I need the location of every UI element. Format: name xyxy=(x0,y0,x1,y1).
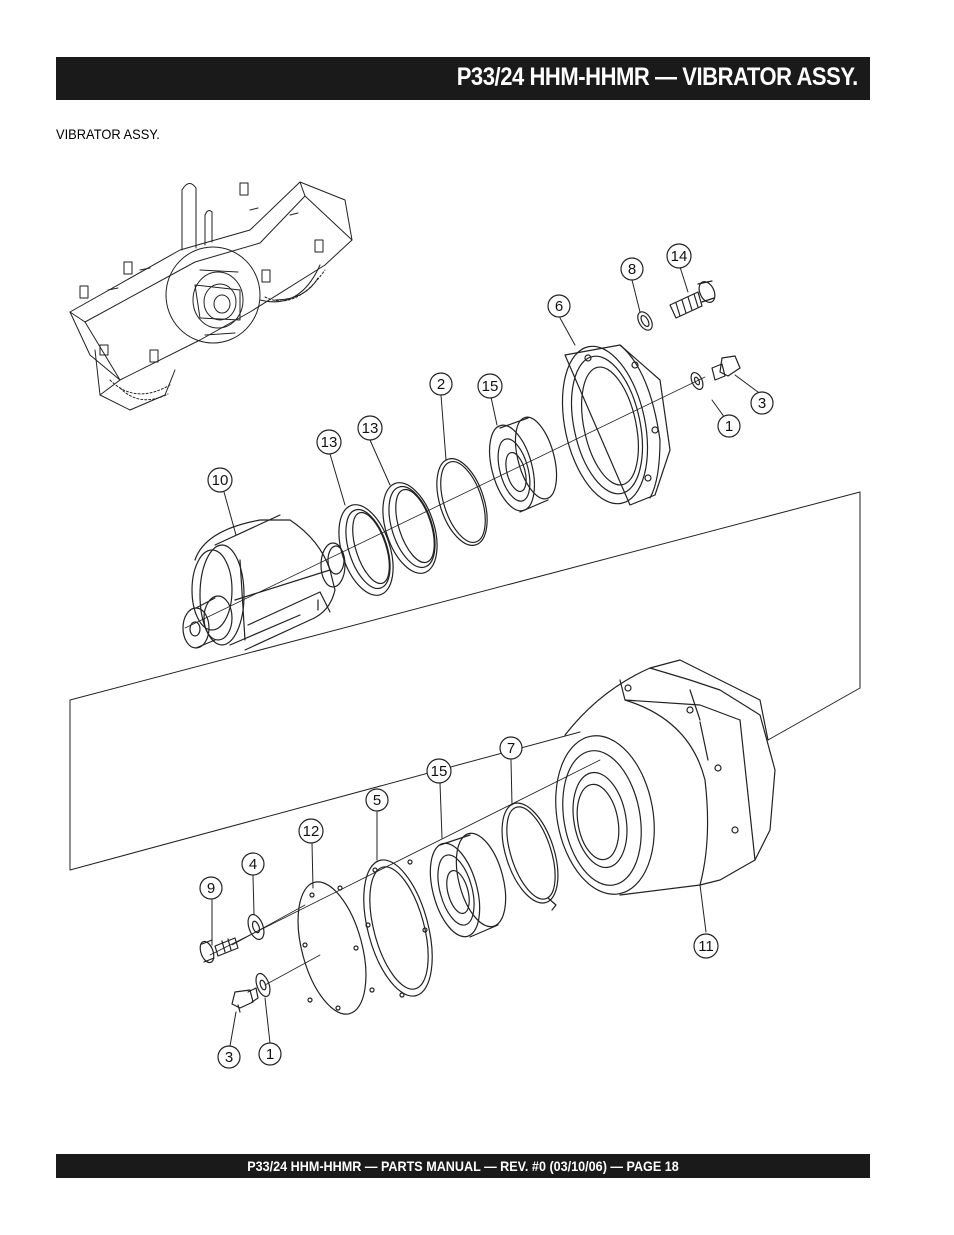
callout-3: 3 xyxy=(750,391,774,415)
machine-overview-illustration xyxy=(69,181,353,411)
callout-label: 3 xyxy=(225,1049,233,1066)
footer-text: P33/24 HHM-HHMR — PARTS MANUAL — REV. #0… xyxy=(247,1158,679,1174)
part-6-end-cover xyxy=(561,344,671,506)
callout-label: 1 xyxy=(725,418,733,435)
callout-13: 13 xyxy=(316,429,342,455)
callout-label: 8 xyxy=(628,261,636,278)
part-3-plug-lower xyxy=(231,987,259,1013)
callout-label: 14 xyxy=(671,248,688,265)
callout-8: 8 xyxy=(620,257,644,281)
callout-label: 1 xyxy=(266,1046,274,1063)
callout-10: 10 xyxy=(207,467,233,493)
part-1-washer-upper xyxy=(690,371,704,391)
callout-label: 13 xyxy=(362,420,379,437)
part-12-cover-plate xyxy=(297,881,367,1015)
callout-1: 1 xyxy=(717,414,741,438)
callout-label: 13 xyxy=(321,434,338,451)
callout-2: 2 xyxy=(429,372,453,396)
part-15-bearing-lower xyxy=(429,832,507,938)
callout-label: 2 xyxy=(437,376,445,393)
part-7-snap-ring xyxy=(501,802,559,911)
callout-5: 5 xyxy=(365,788,389,812)
part-13-seal-left xyxy=(338,504,394,596)
part-11-vibrator-housing xyxy=(555,659,776,896)
callout-label: 11 xyxy=(698,938,714,955)
part-13-seal-right xyxy=(382,482,438,574)
callout-label: 10 xyxy=(212,472,229,489)
part-5-gasket xyxy=(363,859,433,998)
callout-15: 15 xyxy=(477,373,503,399)
callout-1: 1 xyxy=(258,1042,282,1066)
detail-circle xyxy=(165,246,261,344)
part-2-retaining-ring xyxy=(436,458,488,546)
callout-15: 15 xyxy=(426,758,452,784)
header-bar: P33/24 HHM-HHMR — VIBRATOR ASSY. xyxy=(56,57,870,100)
callout-label: 9 xyxy=(207,880,215,897)
part-8-washer xyxy=(637,311,653,331)
part-15-bearing-upper xyxy=(488,416,558,513)
callout-label: 4 xyxy=(249,856,257,873)
part-4-washer xyxy=(247,913,265,941)
callout-label: 6 xyxy=(555,298,563,315)
callout-label: 5 xyxy=(373,792,381,809)
part-14-bolt xyxy=(669,280,716,319)
callout-label: 15 xyxy=(482,378,499,395)
callout-13: 13 xyxy=(357,415,383,441)
callout-14: 14 xyxy=(666,243,692,269)
callout-6: 6 xyxy=(547,294,571,318)
part-10-eccentric-shaft xyxy=(182,514,346,651)
callout-label: 7 xyxy=(507,740,515,757)
page-title: P33/24 HHM-HHMR — VIBRATOR ASSY. xyxy=(456,63,859,91)
part-1-washer-lower xyxy=(255,972,271,998)
callout-9: 9 xyxy=(199,876,223,900)
callout-4: 4 xyxy=(241,852,265,876)
part-9-bolt xyxy=(199,937,239,964)
callout-label: 3 xyxy=(758,395,766,412)
callout-label: 12 xyxy=(303,823,320,840)
part-3-plug-upper xyxy=(711,355,741,381)
callout-3: 3 xyxy=(217,1045,241,1069)
section-label: VIBRATOR ASSY. xyxy=(56,126,160,142)
callout-11: 11 xyxy=(693,933,719,959)
callout-7: 7 xyxy=(499,736,523,760)
footer-bar: P33/24 HHM-HHMR — PARTS MANUAL — REV. #0… xyxy=(56,1154,870,1178)
callouts: 8 14 6 3 1 2 15 13 xyxy=(199,243,774,1069)
callout-label: 15 xyxy=(431,763,448,780)
section-connector-lines xyxy=(69,491,861,871)
callout-12: 12 xyxy=(298,818,324,844)
